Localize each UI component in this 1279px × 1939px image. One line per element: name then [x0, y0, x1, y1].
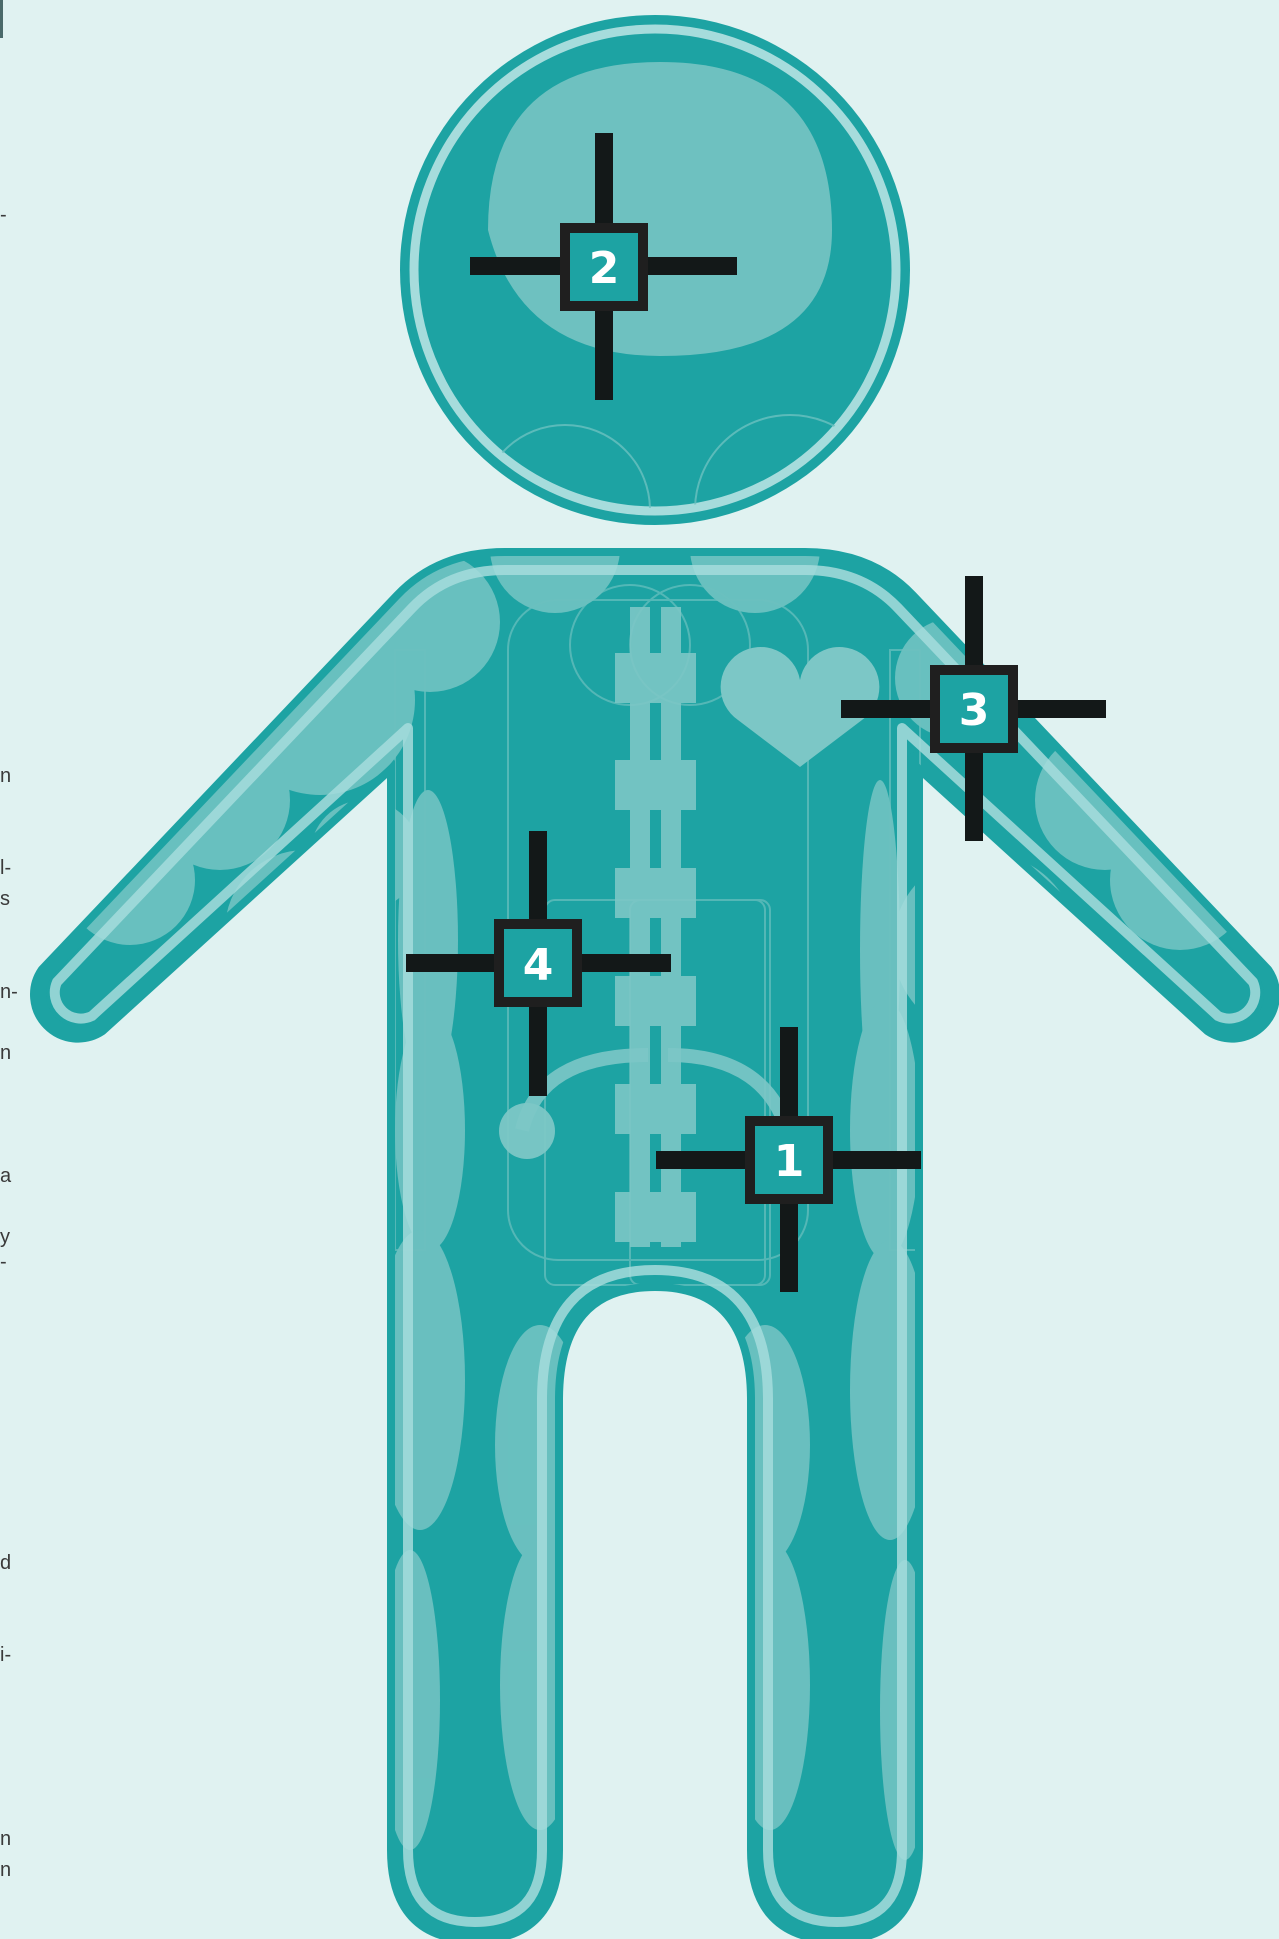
marker-2-label: 2: [589, 243, 620, 294]
brain-area: [488, 62, 832, 356]
marker-1-label: 1: [774, 1136, 805, 1187]
marker-4-label: 4: [523, 940, 554, 991]
marker-3-label: 3: [959, 685, 990, 736]
head: [400, 15, 910, 605]
